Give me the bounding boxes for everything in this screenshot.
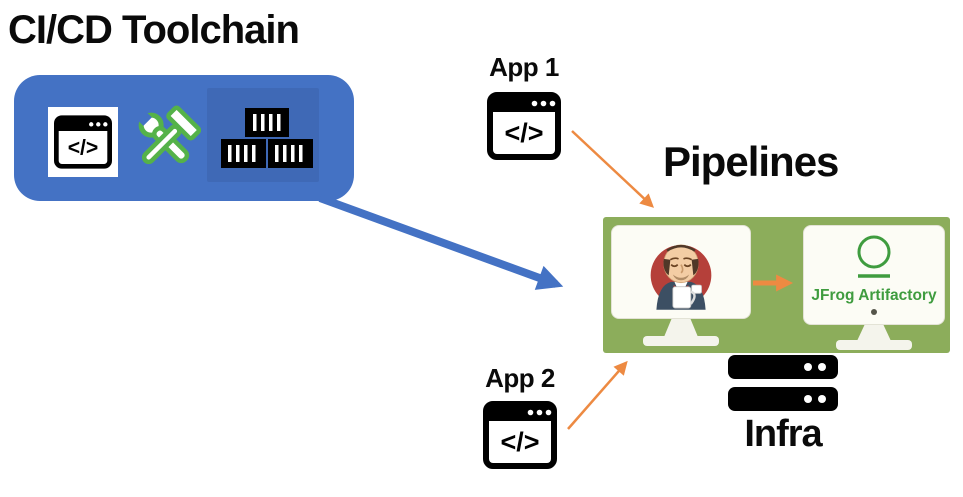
jenkins-monitor [611, 225, 751, 319]
app1-label: App 1 [489, 52, 559, 82]
jenkins-monitor-base [643, 336, 719, 346]
artifactory-label: JFrog Artifactory [811, 287, 937, 304]
pipelines-image: JFrog Artifactory [603, 217, 950, 353]
containers-icon [221, 108, 313, 168]
artifactory-monitor-base [836, 340, 912, 350]
toolchain-to-pipelines-arrow [318, 194, 564, 290]
app2-code-window-icon: </> [483, 401, 557, 469]
server-icon [728, 355, 838, 379]
code-window-icon: </> [54, 115, 112, 169]
app1-group: App 1 </> [487, 52, 561, 165]
code-window-tile: </> [48, 107, 118, 177]
pipelines-label: Pipelines [663, 138, 839, 185]
code-glyph: </> [500, 427, 539, 457]
jfrog-artifactory-logo: JFrog Artifactory [811, 235, 937, 315]
app2-label: App 2 [485, 363, 555, 393]
app1-to-pipelines-arrow [571, 130, 655, 208]
app2-group: App 2 </> [483, 363, 557, 474]
code-glyph: </> [504, 118, 543, 148]
jenkins-mascot-icon [650, 244, 712, 310]
app1-code-window-icon: </> [487, 92, 561, 160]
jenkins-monitor-stand [664, 319, 698, 337]
server-icon [728, 387, 838, 411]
infra-label: Infra [744, 413, 822, 455]
toolchain-box: </> [14, 75, 354, 201]
page-title: CI/CD Toolchain [8, 8, 300, 52]
tools-icon [134, 105, 201, 165]
artifactory-monitor-stand [857, 325, 891, 341]
artifactory-monitor: JFrog Artifactory [803, 225, 945, 325]
app2-to-pipelines-arrow [567, 360, 628, 430]
code-glyph: </> [68, 137, 99, 160]
